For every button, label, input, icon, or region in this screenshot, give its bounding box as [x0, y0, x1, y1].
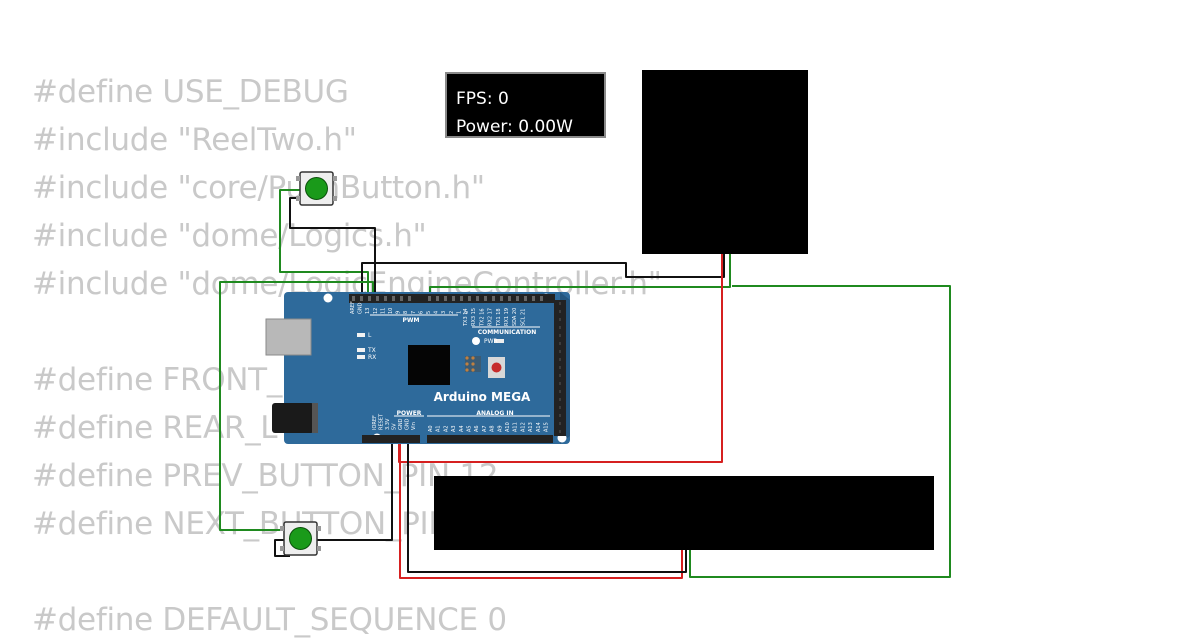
pin-label: A0	[428, 425, 434, 432]
board-name: Arduino MEGA	[434, 390, 531, 404]
pin-label: A9	[497, 425, 503, 432]
fps-readout: FPS: 0	[456, 89, 509, 109]
pin-label: 12	[373, 308, 379, 314]
wire-red-bottom[interactable]	[399, 442, 683, 579]
pin-label: 11	[380, 308, 386, 314]
pin-label: A10	[505, 422, 511, 432]
wire-black-panel-top[interactable]	[361, 254, 725, 296]
pin-label: 9	[396, 311, 402, 314]
pin-label: SCL 21	[520, 309, 526, 326]
power-readout: Power: 0.00W	[456, 117, 573, 137]
logic-display-bottom[interactable]	[434, 476, 934, 550]
pin-label: 13	[365, 308, 371, 314]
pin-label: A3	[451, 425, 457, 432]
power-header	[362, 435, 420, 443]
pin-label: 1	[456, 311, 462, 314]
arduino-mega-board[interactable]: Arduino MEGA PWM COMMUNICATION PWR POWER…	[265, 292, 570, 444]
pin-label: 4	[434, 311, 440, 314]
power-label: POWER	[397, 410, 422, 417]
pin-label: AREF	[350, 301, 356, 314]
led-rx	[357, 355, 365, 359]
pin-label: 2	[449, 311, 455, 314]
pin-label: A1	[436, 425, 442, 432]
wire-green-right-loop[interactable]	[689, 285, 951, 578]
led-tx-label: TX	[367, 347, 376, 354]
pin-label: A12	[520, 422, 526, 432]
power-jack	[272, 403, 314, 433]
pin-label: Vin	[411, 422, 417, 430]
pwr-label: PWR	[484, 338, 498, 345]
pin-label: A8	[490, 425, 496, 432]
analog-header	[427, 435, 553, 443]
wire-green-panel-top[interactable]	[429, 254, 731, 296]
wire-layer	[219, 189, 951, 579]
pin-label: A2	[443, 425, 449, 432]
pin-label: A7	[482, 425, 488, 432]
pin-label: TX3 14	[463, 308, 469, 327]
pin-label: A6	[474, 425, 480, 432]
wire-black-button-bottom[interactable]	[274, 442, 393, 557]
pin-label: 10	[388, 308, 394, 314]
pin-label: RESET	[379, 413, 385, 430]
push-button-top[interactable]	[296, 171, 337, 206]
wire-black-bottom[interactable]	[407, 442, 687, 573]
microcontroller-chip	[408, 345, 450, 385]
led-tx	[357, 348, 365, 352]
pin-label: A4	[459, 425, 465, 432]
logic-display-top[interactable]	[642, 70, 808, 254]
pin-label: 0	[464, 311, 470, 314]
pin-label: RX3 15	[471, 308, 477, 326]
pin-label: 8	[403, 311, 409, 314]
pin-label: 5	[426, 311, 432, 314]
pin-label: 3.3V	[385, 418, 391, 430]
digital-header-pins	[352, 296, 543, 301]
code-line: #include "ReelTwo.h"	[32, 122, 357, 158]
pin-label: 6	[418, 311, 424, 314]
pin-label: A11	[513, 422, 519, 432]
wire-green-button-top[interactable]	[279, 189, 369, 296]
pin-label: A13	[528, 422, 534, 432]
communication-label: COMMUNICATION	[478, 329, 537, 336]
led-l-label: L	[368, 332, 372, 339]
pin-label: 7	[411, 311, 417, 314]
simulation-stats: FPS: 0 Power: 0.00W	[445, 72, 606, 138]
pin-label: GND	[358, 302, 364, 314]
usb-port	[265, 318, 312, 356]
analog-in-label: ANALOG IN	[476, 410, 513, 417]
pin-label: GND	[398, 418, 404, 430]
wire-green-left-loop[interactable]	[219, 281, 374, 531]
pin-label: SDA 20	[512, 308, 518, 326]
pin-label: A14	[536, 422, 542, 432]
wire-black-button-top[interactable]	[289, 197, 376, 296]
code-line: #define FRONT_L	[32, 362, 299, 398]
pin-label: A5	[467, 425, 473, 432]
pin-label: 5V	[392, 423, 398, 430]
pin-label: RX2 17	[488, 308, 494, 326]
code-line: #define USE_DEBUG	[32, 74, 349, 110]
circuit-canvas: Arduino MEGA PWM COMMUNICATION PWR POWER…	[219, 171, 951, 579]
led-rx-label: RX	[368, 354, 376, 361]
pin-label: GND	[405, 418, 411, 430]
led-l	[357, 333, 365, 337]
pin-label: TX2 16	[479, 308, 485, 327]
pin-label: TX1 18	[496, 308, 502, 327]
push-button-bottom[interactable]	[280, 521, 321, 556]
pin-label: 3	[441, 311, 447, 314]
pin-label: RX1 19	[504, 308, 510, 326]
code-line: #include "dome/Logics.h"	[32, 218, 427, 254]
pin-label: IOREF	[372, 415, 378, 430]
pin-label: A15	[544, 422, 550, 432]
pwm-label: PWM	[403, 317, 420, 324]
